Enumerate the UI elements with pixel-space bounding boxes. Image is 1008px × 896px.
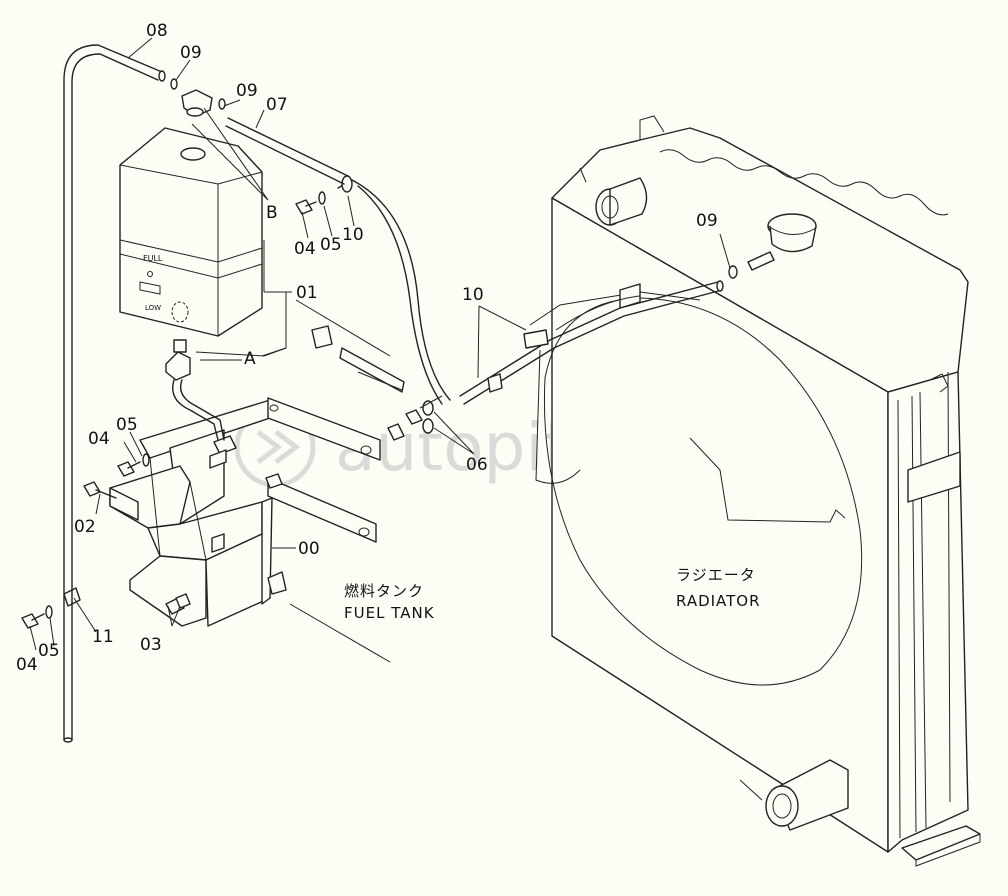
label-03: 03	[140, 635, 162, 655]
label-07: 07	[266, 95, 288, 115]
captions: 燃料タンク FUEL TANK ラジエータ RADIATOR	[344, 566, 761, 622]
label-B: B	[266, 203, 278, 223]
fuel-tank: FULL LOW	[119, 127, 263, 381]
label-00: 00	[298, 539, 320, 559]
label-06: 06	[466, 455, 488, 475]
tank-full-mark: FULL	[143, 254, 163, 263]
label-09-top: 09	[180, 43, 202, 63]
label-10-hose: 10	[462, 285, 484, 305]
tank-low-mark: LOW	[145, 304, 161, 312]
label-01: 01	[296, 283, 318, 303]
label-04-mid: 04	[88, 429, 110, 449]
label-05-bottom: 05	[38, 641, 60, 661]
label-08: 08	[146, 21, 168, 41]
fuel-tank-caption-en: FUEL TANK	[344, 604, 435, 622]
label-11: 11	[92, 627, 114, 647]
label-10-top: 10	[342, 225, 364, 245]
label-02: 02	[74, 517, 96, 537]
label-04-top: 04	[294, 239, 316, 259]
radiator-caption-en: RADIATOR	[676, 592, 761, 610]
label-05-top: 05	[320, 235, 342, 255]
label-09-radiator: 09	[696, 211, 718, 231]
mounting-bracket	[109, 397, 381, 627]
radiator	[529, 115, 981, 867]
loose-parts	[295, 299, 443, 409]
tank-elbow-fitting	[181, 89, 213, 117]
label-04-bottom: 04	[16, 655, 38, 675]
hoses	[63, 44, 738, 743]
leader-lines	[29, 37, 731, 663]
part-labels: 08 09 09 07 B 04 05 10 01 A 10 06 09 05 …	[16, 21, 718, 675]
radiator-caption-jp: ラジエータ	[676, 566, 756, 584]
label-05-mid: 05	[116, 415, 138, 435]
fuel-tank-caption-jp: 燃料タンク	[344, 582, 424, 600]
label-09-elbow: 09	[236, 81, 258, 101]
label-A: A	[244, 349, 256, 369]
